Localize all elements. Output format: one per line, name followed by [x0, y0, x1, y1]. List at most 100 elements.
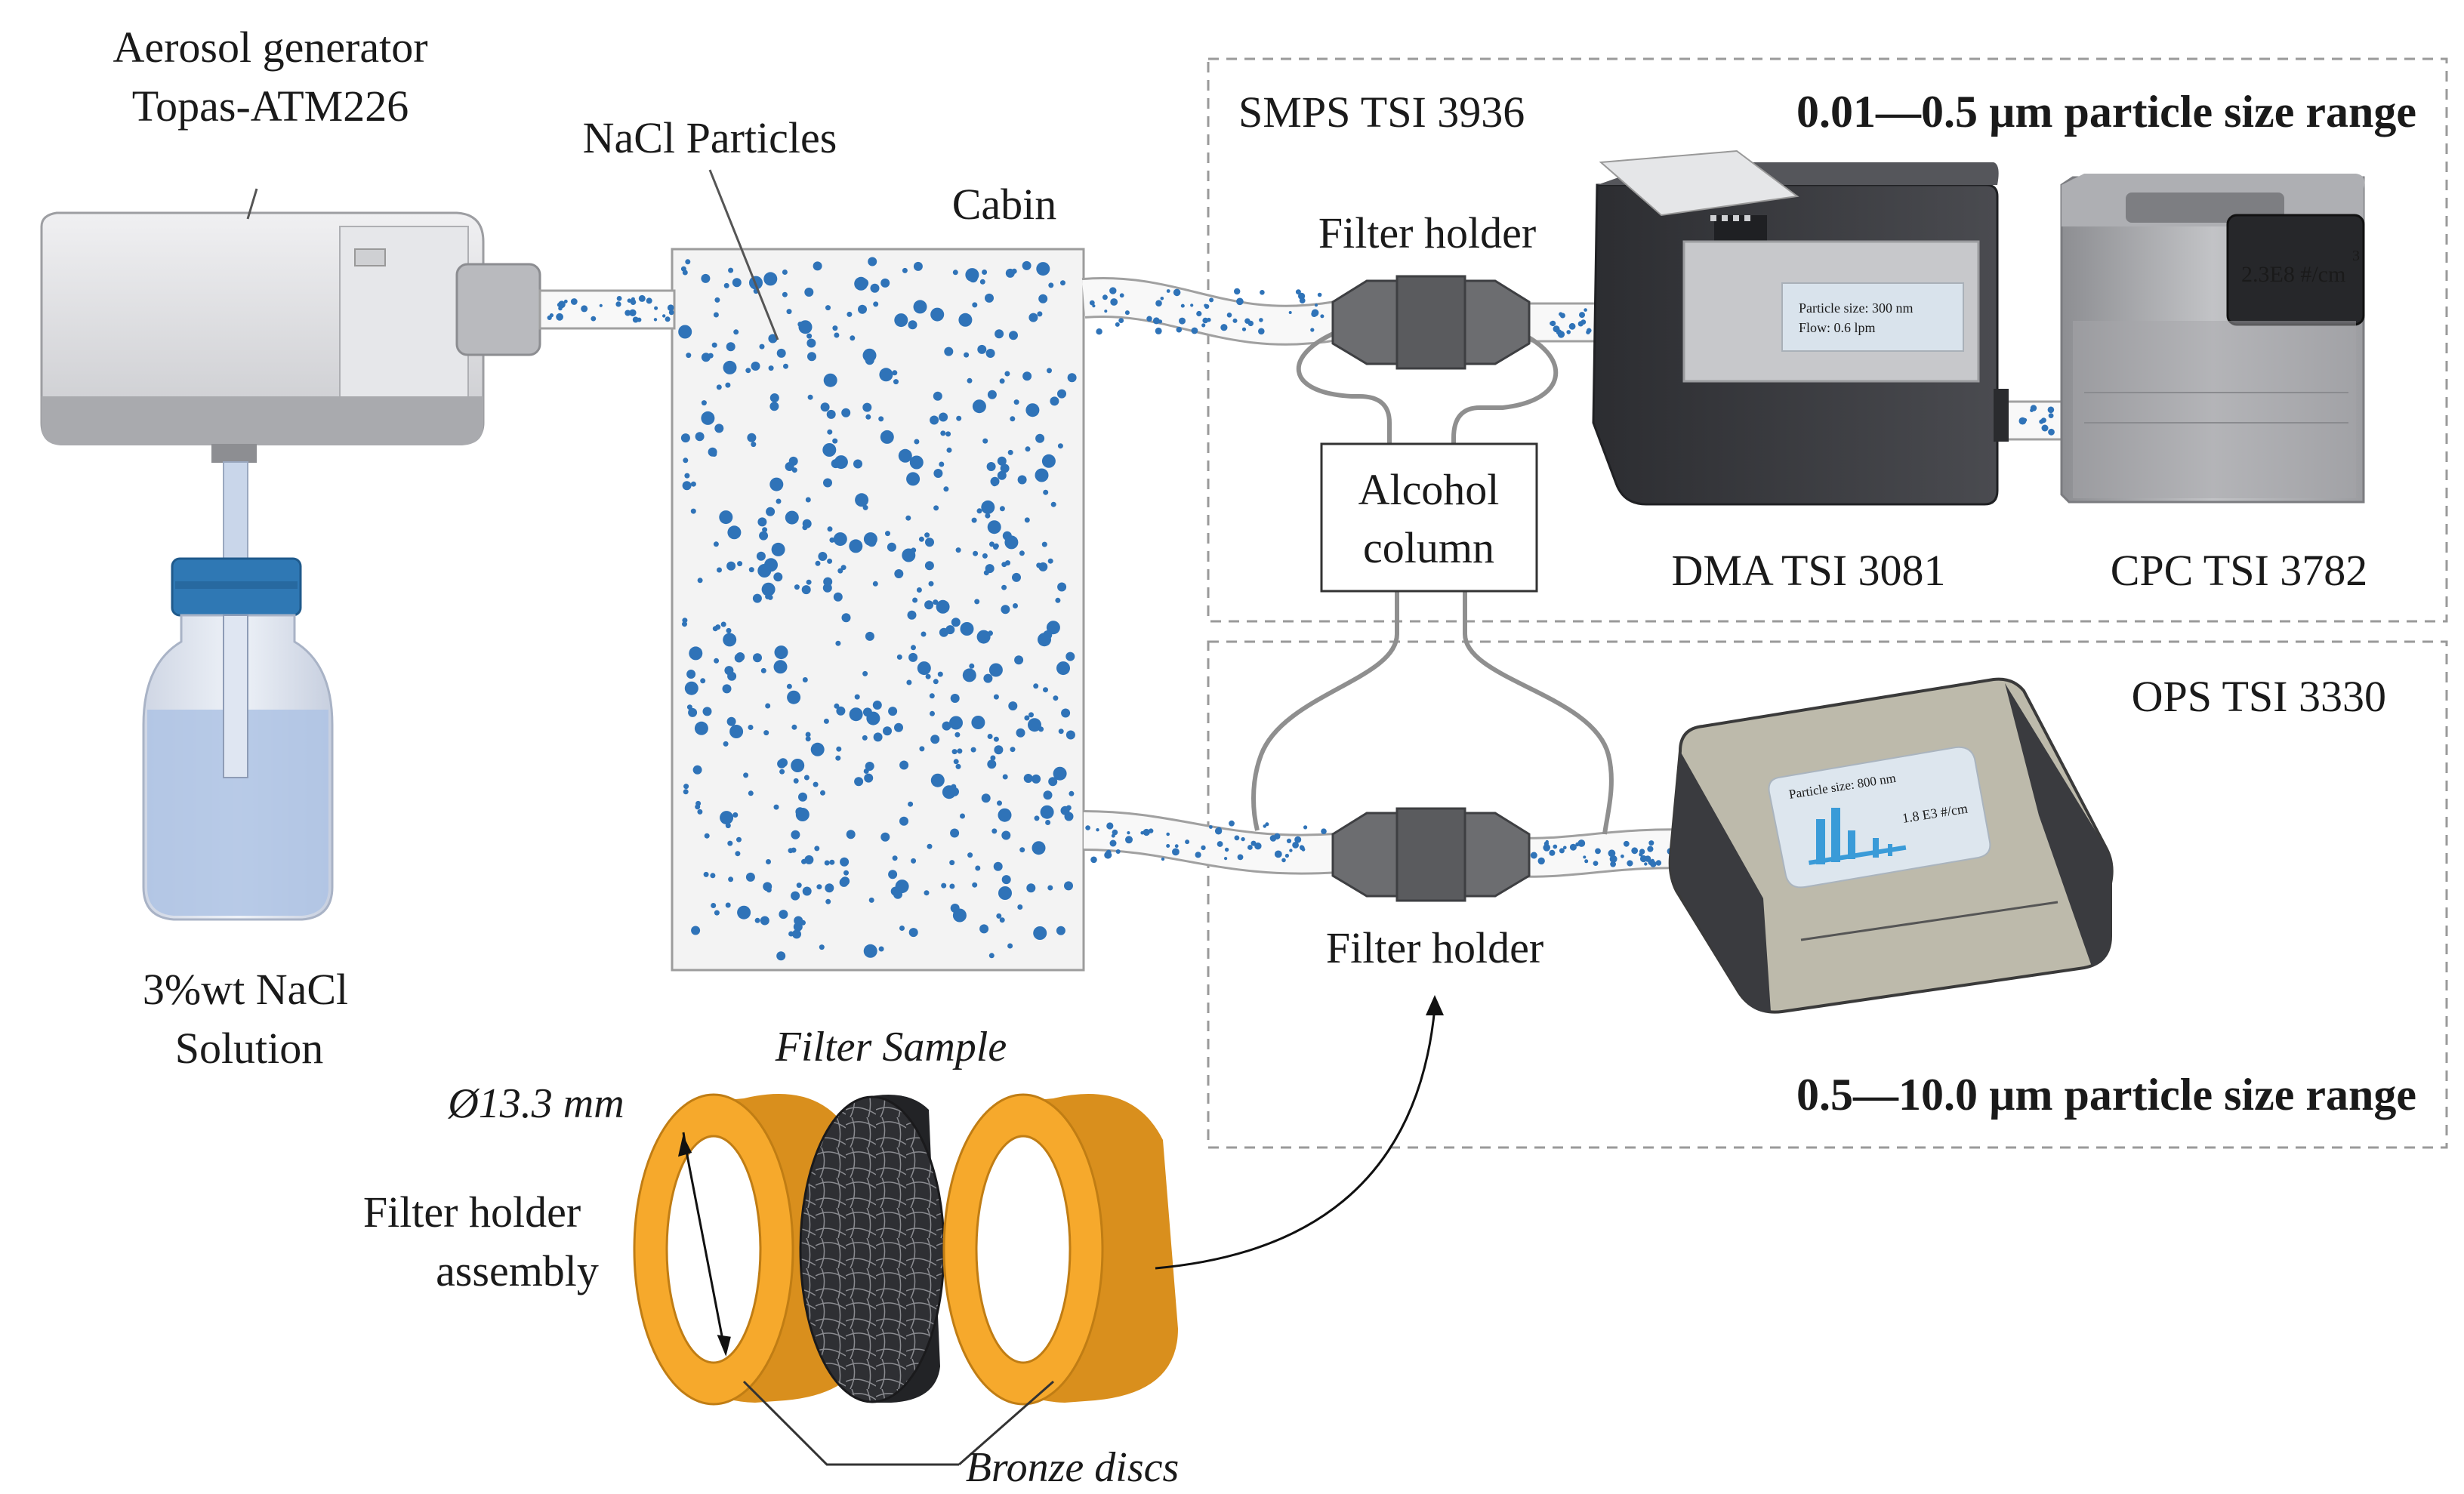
- particle-dot: [782, 291, 788, 297]
- particle-dot: [982, 438, 988, 444]
- tube-particle-dot: [629, 309, 637, 316]
- tube-particle-dot: [1190, 303, 1194, 307]
- particle-dot: [791, 891, 800, 901]
- particle-dot: [950, 828, 960, 838]
- particle-dot: [908, 801, 914, 807]
- tube-particle-dot: [1269, 835, 1277, 842]
- particle-dot: [940, 430, 946, 436]
- particle-dot: [776, 348, 786, 358]
- label-smps: SMPS TSI 3936: [1238, 88, 1525, 137]
- particle-dot: [908, 928, 918, 938]
- particle-dot: [745, 872, 755, 882]
- particle-dot: [868, 257, 877, 266]
- particle-dot: [933, 391, 942, 401]
- tube-particle-dot: [1143, 828, 1150, 836]
- particle-dot: [1069, 790, 1075, 796]
- particle-dot: [734, 725, 740, 732]
- particle-dot: [791, 759, 805, 772]
- filter-holder-bottom-device: [1331, 807, 1531, 902]
- tube-particle-dot: [1553, 325, 1560, 333]
- particle-dot: [1028, 712, 1034, 718]
- tube-particle-dot: [1320, 314, 1325, 319]
- label-aerosol-generator-line1: Aerosol generator: [113, 23, 427, 72]
- tube-particle-dot: [1550, 320, 1556, 327]
- particle-dot: [1032, 774, 1041, 784]
- tube-particle-dot: [1112, 829, 1118, 836]
- particle-dot: [694, 721, 708, 735]
- particle-dot: [847, 311, 853, 317]
- particle-dot: [823, 577, 833, 587]
- particle-dot: [836, 746, 842, 752]
- particle-dot: [983, 673, 993, 683]
- bypass-lines: [1251, 330, 1614, 835]
- tube-particle-dot: [1204, 303, 1207, 308]
- tube-particle-dot: [1586, 330, 1590, 334]
- tube-particle-dot: [1172, 848, 1180, 856]
- particle-dot: [943, 486, 949, 492]
- particle-dot: [894, 722, 903, 732]
- particle-dot: [728, 267, 734, 273]
- particle-dot: [806, 333, 813, 339]
- particle-dot: [818, 552, 828, 561]
- particle-dot: [825, 883, 834, 893]
- particle-dot: [865, 631, 874, 641]
- particle-dot: [779, 758, 788, 768]
- tube-particle-dot: [653, 318, 658, 322]
- tube-particle-dot: [1115, 322, 1120, 327]
- tube-particle-dot: [667, 304, 674, 312]
- particle-dot: [829, 859, 835, 865]
- particle-dot: [791, 467, 797, 473]
- feed-tube: [223, 461, 248, 576]
- dma-device: [1592, 149, 2009, 506]
- tube-particle-dot: [1176, 326, 1183, 333]
- particle-dot: [898, 448, 912, 463]
- particle-dot: [806, 338, 816, 348]
- particle-dot: [1038, 633, 1051, 647]
- particle-dot: [766, 859, 771, 864]
- particle-dot: [726, 342, 735, 352]
- particle-dot: [985, 349, 995, 358]
- particle-dot: [944, 347, 954, 356]
- particle-dot: [747, 433, 757, 442]
- particle-dot: [971, 716, 985, 729]
- particle-dot: [802, 886, 812, 896]
- particle-dot: [939, 461, 945, 467]
- alcohol-column-box: [1320, 442, 1538, 593]
- tube-particle-dot: [1180, 303, 1185, 308]
- tube-particle-dot: [563, 299, 568, 303]
- particle-dot: [776, 498, 782, 504]
- particle-dot: [1024, 517, 1030, 523]
- particle-dot: [899, 760, 909, 770]
- particle-dot: [1014, 655, 1024, 665]
- particle-dot: [720, 621, 726, 627]
- particle-dot: [987, 759, 997, 769]
- label-cpc: CPC TSI 3782: [2111, 546, 2368, 595]
- particle-dot: [1026, 883, 1036, 893]
- assembly-to-filter-arrow: [1155, 1007, 1436, 1270]
- label-cabin: Cabin: [952, 180, 1057, 229]
- particle-dot: [929, 693, 935, 699]
- particle-dot: [1002, 531, 1012, 541]
- particle-dot: [854, 694, 860, 700]
- particle-dot: [794, 584, 800, 590]
- particle-dot: [924, 561, 934, 571]
- particle-dot: [804, 855, 814, 864]
- particle-dot: [951, 618, 961, 627]
- particle-dot: [692, 765, 702, 775]
- particle-dot: [1043, 687, 1048, 693]
- particle-dot: [737, 561, 743, 567]
- particle-dot: [1022, 371, 1032, 381]
- particle-dot: [825, 898, 831, 904]
- tube-particle-dot: [668, 310, 674, 316]
- particle-dot: [783, 363, 788, 369]
- particle-dot: [690, 481, 696, 487]
- particle-dot: [991, 828, 998, 834]
- particle-dot: [1047, 368, 1052, 374]
- particle-dot: [990, 476, 1000, 486]
- particle-dot: [854, 777, 864, 787]
- particle-dot: [1047, 885, 1053, 891]
- particle-dot: [1019, 550, 1025, 556]
- particle-dot: [840, 565, 847, 571]
- particle-dot: [732, 812, 739, 818]
